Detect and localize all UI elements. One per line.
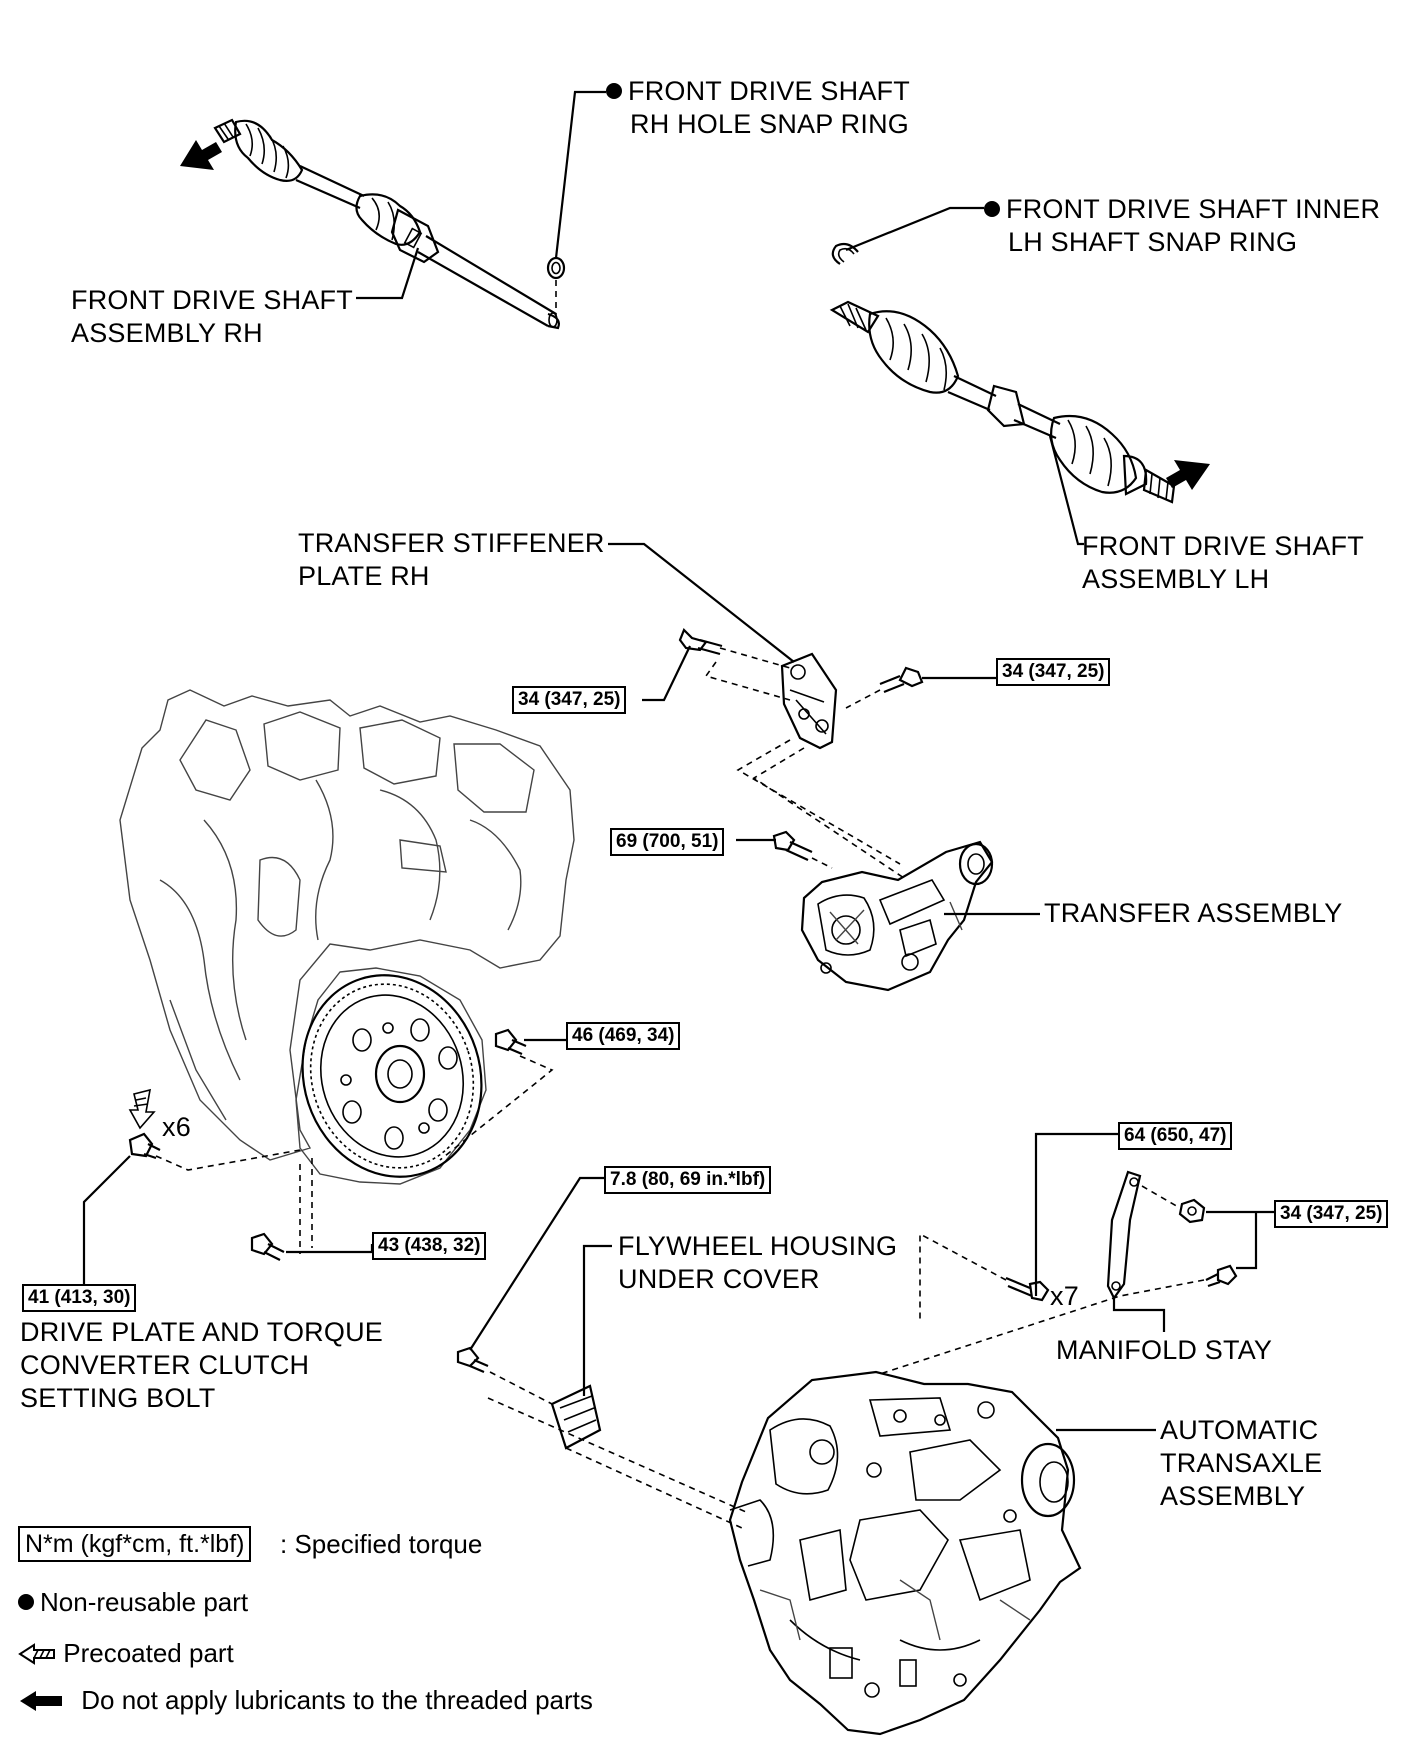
legend-non-reusable: Non-reusable part	[18, 1587, 248, 1617]
drive-plate-setting-bolt	[128, 1088, 161, 1160]
rh-assembly-line2: ASSEMBLY RH	[71, 318, 263, 348]
lh-assembly-line1: FRONT DRIVE SHAFT	[1082, 531, 1364, 561]
front-drive-shaft-lh	[829, 300, 1210, 504]
transaxle-line2: TRANSAXLE	[1160, 1448, 1323, 1478]
non-reusable-dot-icon	[984, 201, 1000, 217]
transfer-stiffener-plate	[780, 652, 838, 750]
engine-block	[119, 689, 575, 1161]
rh-snap-ring-label: FRONT DRIVE SHAFT	[606, 75, 910, 108]
transfer-bolt	[772, 830, 813, 862]
transfer-assembly	[800, 840, 994, 992]
lh-snap-ring-line2: LH SHAFT SNAP RING	[1008, 227, 1298, 257]
drive-plate-line2: CONVERTER CLUTCH	[20, 1350, 310, 1380]
flywheel-bolt-lower	[250, 1232, 285, 1261]
lh-assembly-line2: ASSEMBLY LH	[1082, 564, 1270, 594]
under-cover-line1: FLYWHEEL HOUSING	[618, 1231, 898, 1261]
legend-precoated-text: Precoated part	[63, 1638, 234, 1668]
non-reusable-dot-icon	[18, 1594, 34, 1610]
non-reusable-dot-icon	[606, 83, 622, 99]
front-drive-shaft-rh	[180, 118, 560, 330]
no-lubricant-arrow-icon	[20, 1691, 62, 1711]
automatic-transaxle-assembly	[728, 1370, 1082, 1736]
rh-assembly-line1: FRONT DRIVE SHAFT	[71, 285, 353, 315]
transaxle-bolt-qty: x7	[1050, 1281, 1079, 1311]
legend-no-lubricant: Do not apply lubricants to the threaded …	[18, 1685, 593, 1715]
torque-flywheel-lower: 43 (438, 32)	[372, 1232, 487, 1260]
manifold-stay-nut	[1178, 1198, 1206, 1224]
drive-plate-line1: DRIVE PLATE AND TORQUE	[20, 1317, 383, 1347]
lh-snap-ring-label: FRONT DRIVE SHAFT INNER	[984, 193, 1380, 226]
torque-manifold-stay: 34 (347, 25)	[1274, 1200, 1389, 1228]
legend-no-lubricant-text: Do not apply lubricants to the threaded …	[81, 1685, 593, 1715]
torque-stiffener-right: 34 (347, 25)	[996, 658, 1111, 686]
rh-hole-snap-ring	[546, 256, 566, 280]
stiffener-bolt-right	[879, 666, 924, 694]
manifold-stay-bolt	[1205, 1264, 1238, 1288]
rh-snap-ring-line1: FRONT DRIVE SHAFT	[628, 76, 910, 106]
torque-stiffener-left: 34 (347, 25)	[512, 686, 627, 714]
under-cover-line2: UNDER COVER	[618, 1264, 820, 1294]
stiffener-line1: TRANSFER STIFFENER	[298, 528, 605, 558]
drive-plate-qty: x6	[162, 1112, 191, 1142]
stiffener-line2: PLATE RH	[298, 561, 430, 591]
flywheel-bolt-right	[494, 1028, 527, 1056]
transfer-assembly-label: TRANSFER ASSEMBLY	[1044, 898, 1343, 928]
torque-under-cover: 7.8 (80, 69 in.*lbf)	[604, 1166, 772, 1194]
under-cover-bolt	[456, 1346, 489, 1374]
torque-drive-plate: 41 (413, 30)	[22, 1284, 137, 1312]
lh-snap-ring-line1: FRONT DRIVE SHAFT INNER	[1006, 194, 1381, 224]
drive-plate	[295, 967, 487, 1185]
flywheel-housing-under-cover	[550, 1384, 602, 1450]
drive-plate-line3: SETTING BOLT	[20, 1383, 216, 1413]
transaxle-line3: ASSEMBLY	[1160, 1481, 1306, 1511]
legend-non-reusable-text: Non-reusable part	[40, 1587, 249, 1617]
legend-precoated: Precoated part	[18, 1638, 234, 1668]
manifold-stay	[1106, 1170, 1142, 1301]
transaxle-line1: AUTOMATIC	[1160, 1415, 1319, 1445]
torque-flywheel-right: 46 (469, 34)	[566, 1022, 681, 1050]
rh-snap-ring-line2: RH HOLE SNAP RING	[630, 109, 909, 139]
torque-transaxle-bolt: 64 (650, 47)	[1118, 1122, 1233, 1150]
manifold-stay-label: MANIFOLD STAY	[1056, 1335, 1273, 1365]
stiffener-bolt-left	[678, 628, 723, 656]
legend-torque-desc: : Specified torque	[280, 1529, 483, 1559]
legend-torque-unit: N*m (kgf*cm, ft.*lbf)	[18, 1526, 252, 1562]
precoated-arrow-icon	[18, 1643, 55, 1665]
torque-transfer: 69 (700, 51)	[610, 828, 725, 856]
transaxle-bolt	[1005, 1276, 1050, 1302]
